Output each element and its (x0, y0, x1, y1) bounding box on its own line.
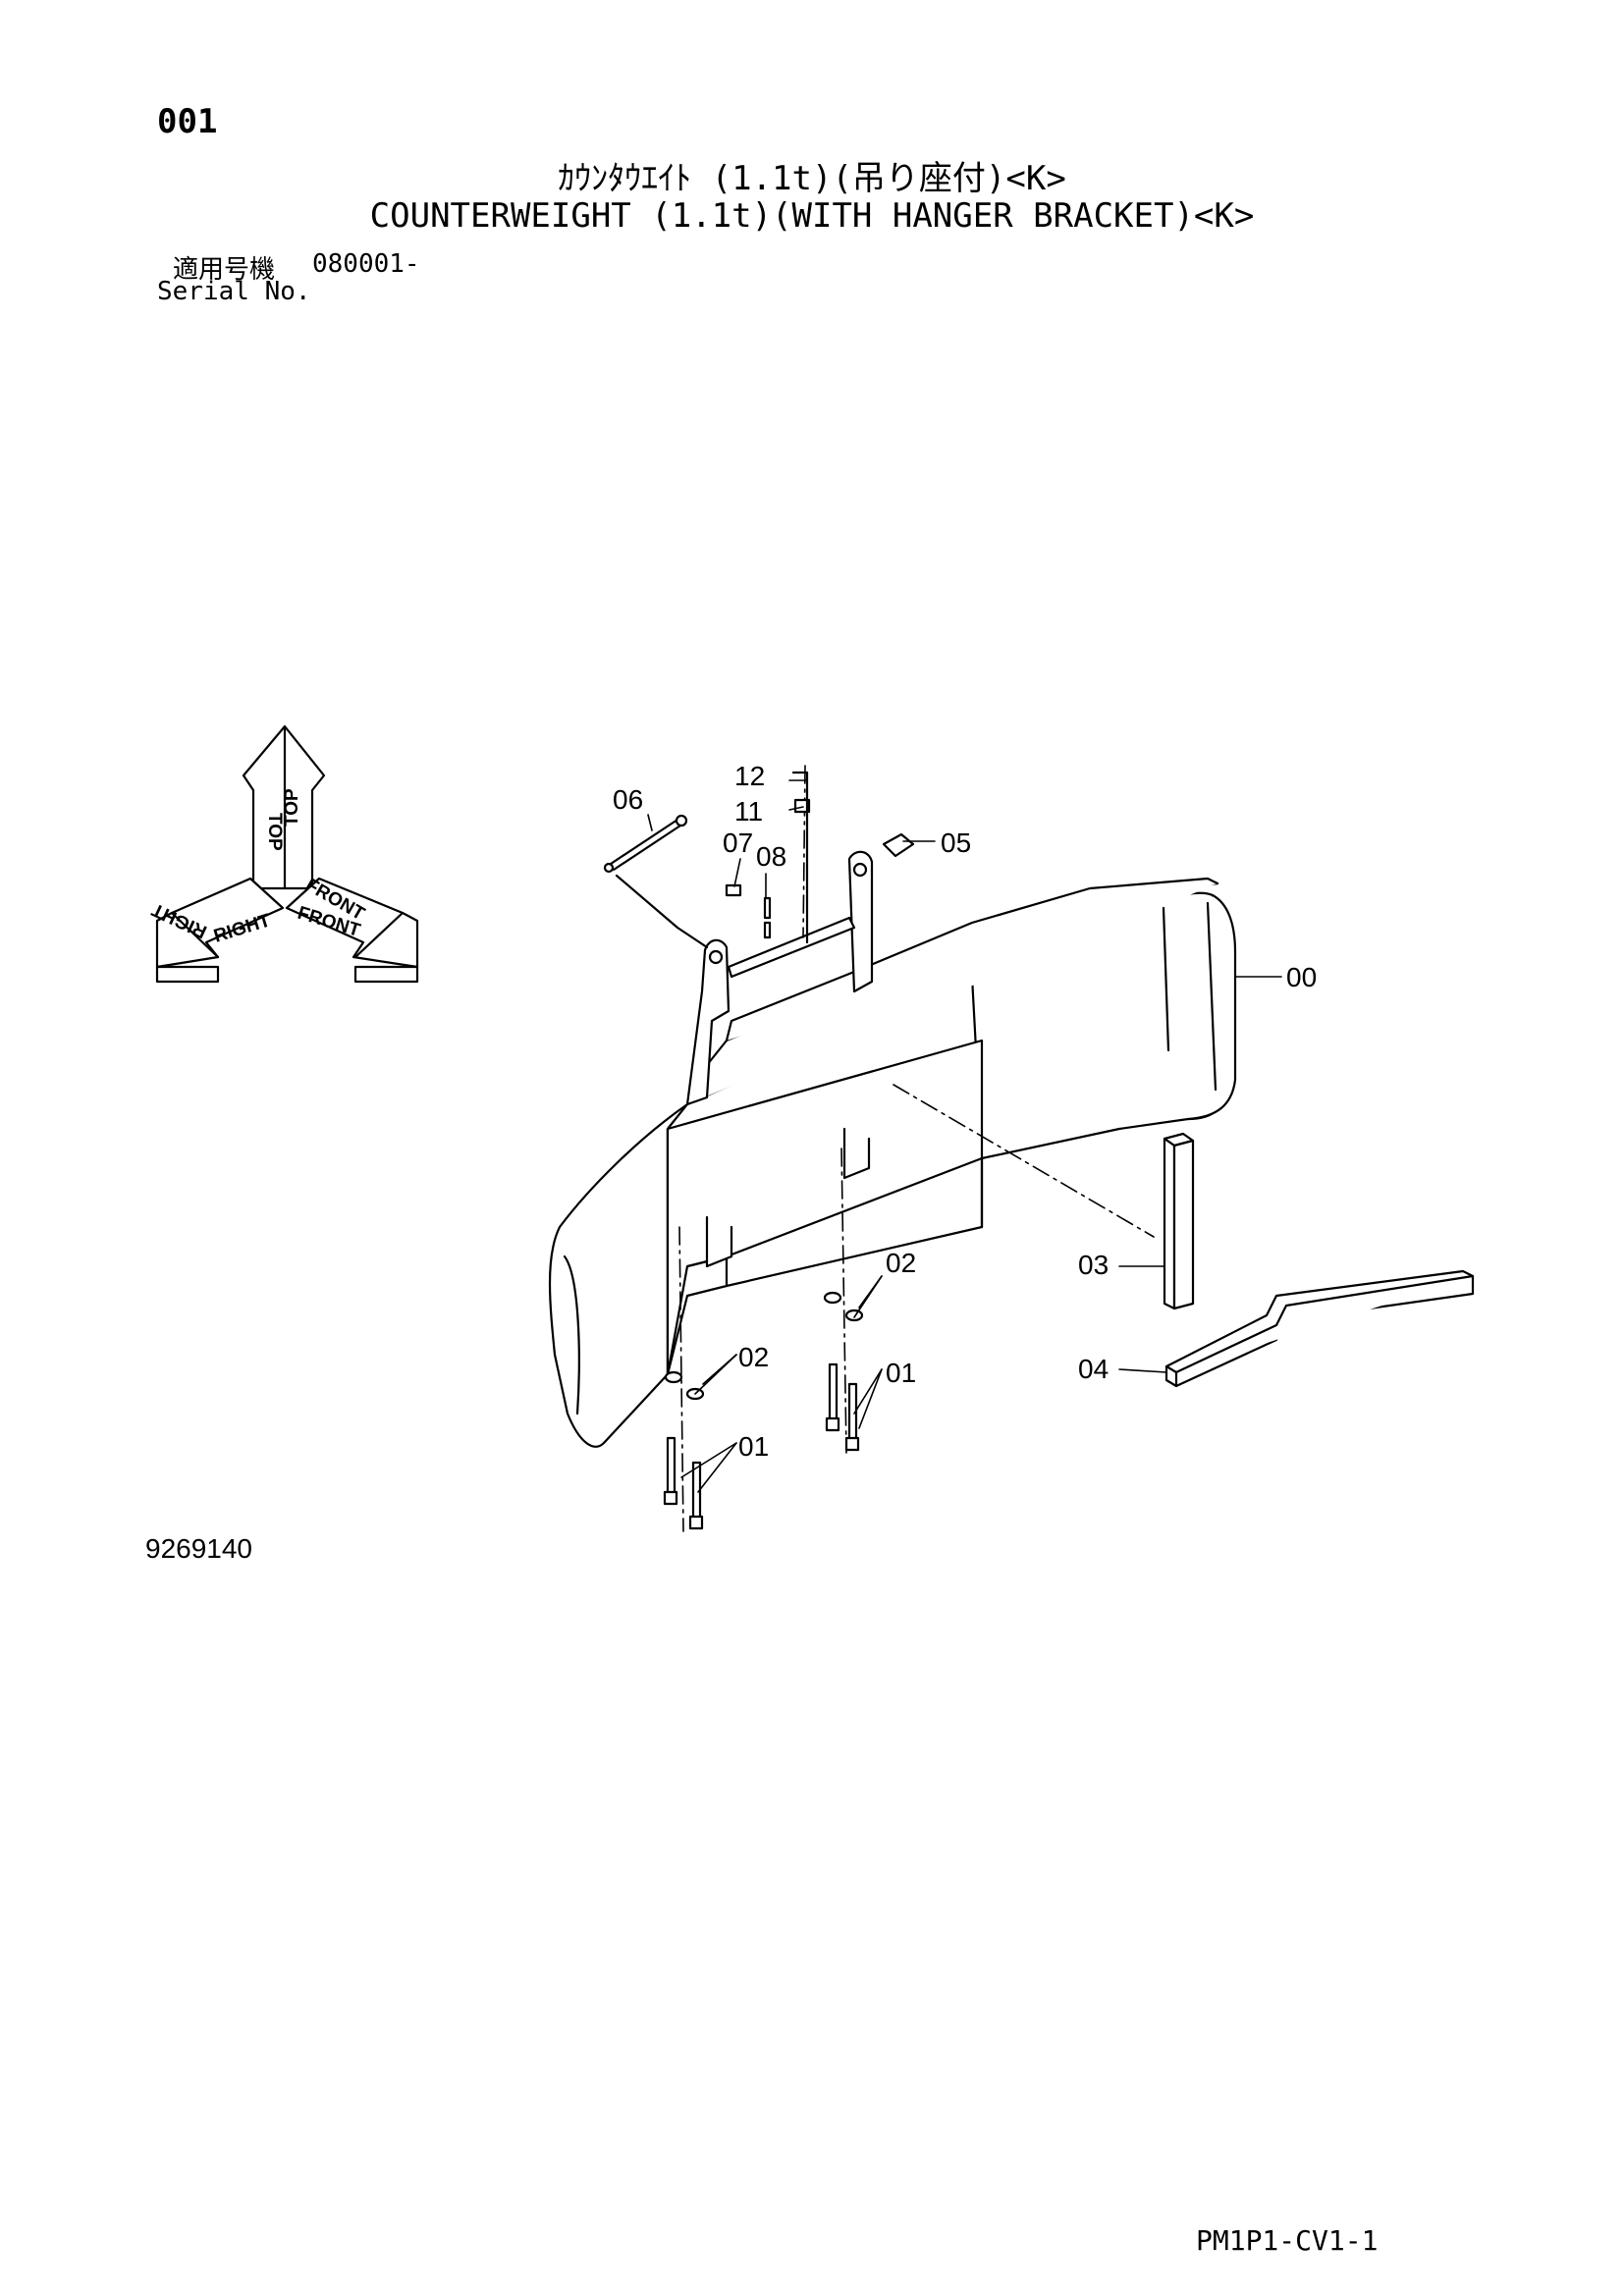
rail-04 (1164, 1269, 1475, 1388)
leader-lines (647, 779, 1282, 1493)
block-03 (1163, 1132, 1195, 1310)
drawing-number: 9269140 (145, 1533, 253, 1564)
callout-01-right: 01 (886, 1358, 916, 1388)
orientation-label-top-upper: TOP (264, 813, 285, 851)
callout-06: 06 (613, 784, 643, 815)
serial-label-japanese: 適用号機 (173, 255, 276, 285)
page-code: PM1P1-CV1-1 (1196, 2224, 1379, 2257)
callout-11: 11 (734, 796, 763, 827)
callout-12: 12 (734, 761, 765, 791)
callout-05: 05 (941, 828, 971, 858)
plate-05 (882, 832, 915, 858)
bolt-left-pair (663, 1370, 705, 1530)
spring-pin-11-12 (791, 771, 811, 944)
orientation-indicator-icon (155, 724, 419, 984)
bolt-right-pair (823, 1291, 864, 1452)
page-title-japanese: ｶｳﾝﾀｳｴｲﾄ (1.1t)(吊り座付)<K> (558, 159, 1066, 198)
mounting-plate (666, 1039, 984, 1376)
serial-number-value: 080001- (312, 249, 420, 279)
hanger-bracket (685, 850, 874, 1106)
orientation-label-top-lower: TOP (282, 788, 302, 827)
lifting-pin-06 (603, 814, 709, 949)
serial-label-english: Serial No. (157, 277, 311, 306)
page-number: 001 (157, 102, 218, 141)
center-lines (678, 765, 1155, 1532)
callout-08: 08 (756, 841, 786, 872)
callout-01-left: 01 (738, 1431, 769, 1462)
callout-00: 00 (1286, 962, 1317, 992)
pin-07-08 (725, 883, 772, 939)
callout-07: 07 (723, 828, 753, 858)
page-title-english: COUNTERWEIGHT (1.1t)(WITH HANGER BRACKET… (369, 196, 1255, 236)
callout-03: 03 (1078, 1250, 1109, 1280)
callout-02-right: 02 (886, 1248, 916, 1278)
callout-04: 04 (1078, 1354, 1109, 1384)
callout-02-left: 02 (738, 1342, 769, 1372)
